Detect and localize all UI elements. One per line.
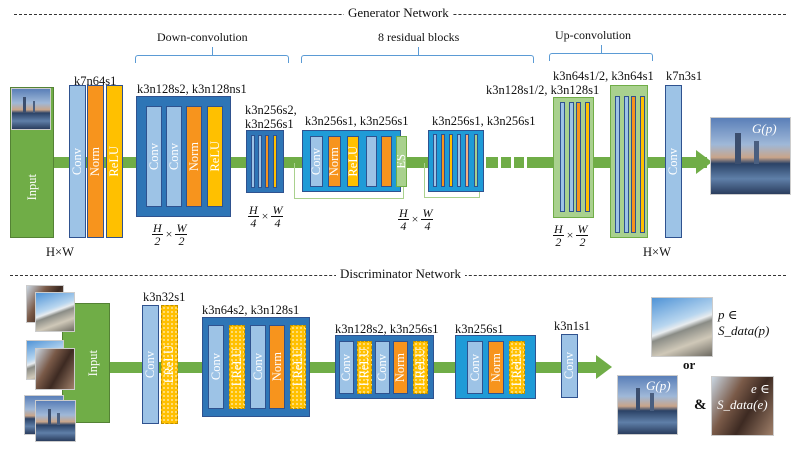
flow-dash [501,157,511,168]
edge-set-label-1: e ∈ [751,381,770,396]
d-block2-spec: k3n128s2, k3n256s1 [335,322,439,336]
d-final-spec: k3n1s1 [554,319,591,333]
flow-dash [486,157,498,168]
norm-layer: Norm [488,341,504,394]
up2-spec: k3n64s1/2, k3n64s1 [553,69,654,83]
generator-title: Generator Network [344,5,453,21]
relu-layer: ReLU [347,136,359,187]
conv-layer: Conv [665,85,682,238]
edge-smoothed-image [711,376,774,436]
input-school-image [35,292,75,332]
discriminator-title: Discriminator Network [336,266,465,282]
down1-spec: k3n128s2, k3n128ns1 [137,82,247,96]
up-convolution-brace [549,45,653,61]
res2-spec: k3n256s1, k3n256s1 [432,114,536,128]
edge-set-label-2: S_data(e) [717,397,768,412]
relu-layer [449,134,453,187]
real-cartoon-image [651,297,713,357]
norm-layer: Norm [87,85,104,238]
down-convolution-brace [135,47,289,63]
norm-layer [441,134,445,187]
relu-layer: ReLU [106,85,123,238]
final-spec: k7n3s1 [666,69,703,83]
real-set-label-2: S_data(p) [718,323,770,338]
output-label: G(p) [752,121,777,136]
norm-layer [576,102,581,212]
and-label: & [694,397,707,413]
down-convolution-label: Down-convolution [157,30,248,44]
conv-layer: Conv [561,334,578,398]
d-block3-spec: k3n256s1 [455,322,504,336]
conv-layer [251,135,255,188]
generated-output-image [710,117,791,195]
generator-arrow-icon [696,150,712,174]
conv-layer [569,102,574,212]
conv-layer [366,136,377,187]
conv-layer [457,134,461,187]
lrelu-layer: LReLU [229,325,245,409]
conv-layer: Conv [166,106,182,207]
conv-layer: Conv [208,325,224,409]
conv-layer: Conv [467,341,483,394]
down2-spec-line2: k3n256s1 [245,117,294,131]
norm-layer [465,134,469,187]
norm-layer [265,135,269,188]
residual-blocks-label: 8 residual blocks [378,30,460,44]
input-size-label: H×W [46,245,74,259]
lrelu-layer: LReLU [161,305,178,424]
conv-layer: Conv [250,325,266,409]
input-city-image [35,400,76,442]
relu-layer [273,135,277,188]
conv-layer [433,134,437,187]
lrelu-layer: LReLU [357,341,372,394]
conv-layer: Conv [375,341,390,394]
up1-spec: k3n128s1/2, k3n128s1 [486,83,600,97]
residual-blocks-brace [301,47,534,63]
lrelu-layer: LReLU [290,325,306,409]
relu-layer: ReLU [207,106,223,207]
norm-layer [631,96,636,233]
or-label: or [683,357,696,372]
norm-layer: Norm [328,136,341,187]
res1-spec: k3n256s1, k3n256s1 [305,114,409,128]
input-anime-image [35,348,75,390]
generated-image [617,375,678,435]
conv-layer [615,96,620,233]
norm-layer: Norm [269,325,285,409]
es-layer: ES [396,136,407,187]
input-label: Input [85,349,100,377]
down2-spec-line1: k3n256s2, [245,103,297,117]
d-layer1-spec: k3n32s1 [143,290,186,304]
lrelu-layer: LReLU [509,341,525,394]
flow-dash [514,157,524,168]
input-label: Input [24,173,39,201]
norm-layer: Norm [393,341,408,394]
conv-layer [258,135,262,188]
conv-layer [560,102,565,212]
lrelu-layer: LReLU [413,341,428,394]
input-city-image [11,88,51,130]
relu-layer [585,102,590,212]
fake-label: G(p) [646,378,671,393]
norm-layer [381,136,392,187]
d-block1-spec: k3n64s2, k3n128s1 [202,303,300,317]
conv-layer: Conv [146,106,162,207]
layer1-spec: k7n64s1 [74,74,117,88]
es-layer [474,134,478,187]
conv-layer: Conv [339,341,354,394]
norm-layer: Norm [186,106,202,207]
conv-layer [624,96,629,233]
conv-layer: Conv [142,305,159,424]
real-set-label-1: p ∈ [718,307,738,322]
relu-layer [640,96,645,233]
conv-layer: Conv [310,136,323,187]
conv-layer: Conv [69,85,86,238]
output-size-label: H×W [643,245,671,259]
up-convolution-label: Up-convolution [555,28,631,42]
discriminator-arrow-icon [596,355,612,379]
